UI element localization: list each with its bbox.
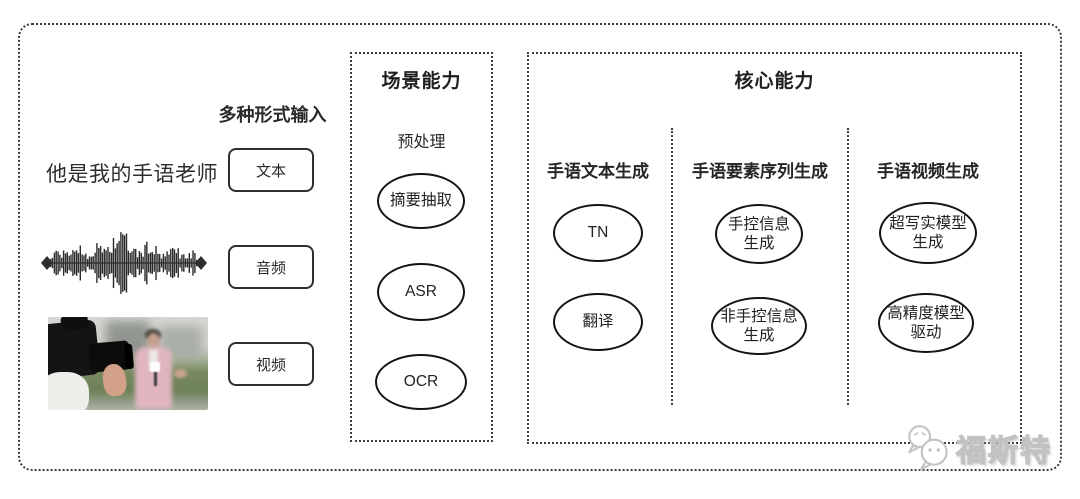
node-non-manual-feature-generation: 非手控信息 生成	[711, 297, 807, 355]
node-tn: TN	[553, 204, 643, 262]
node-summary-extraction: 摘要抽取	[377, 173, 465, 229]
sample-sentence: 他是我的手语老师	[46, 163, 218, 186]
outer-dotted-frame	[18, 23, 1062, 471]
node-high-precision-model-driving: 高精度模型 驱动	[878, 293, 974, 353]
input-node-video: 视频	[228, 342, 314, 386]
input-node-audio: 音频	[228, 245, 314, 289]
video-thumb-microphone	[150, 362, 160, 372]
scene-subtitle: 预处理	[397, 134, 446, 151]
core-column-label-element-sequence-generation: 手语要素序列生成	[692, 162, 828, 181]
scene-capability-panel: 场景能力	[350, 52, 493, 442]
scene-panel-title: 场景能力	[381, 71, 462, 92]
node-translation: 翻译	[553, 293, 643, 351]
core-column-label-video-generation: 手语视频生成	[877, 162, 979, 181]
core-panel-title: 核心能力	[734, 71, 815, 92]
watermark-text: 福斯特	[955, 434, 1052, 468]
node-asr: ASR	[377, 263, 465, 321]
video-thumb-microphone-stem	[154, 372, 157, 386]
input-node-text-label: 文本	[255, 162, 286, 180]
audio-waveform-icon	[41, 232, 207, 294]
node-manual-feature-generation: 手控信息 生成	[715, 204, 803, 264]
video-thumb-person-hand	[174, 369, 187, 378]
video-thumb-person-head	[147, 333, 160, 349]
chat-bubbles-mascot-icon	[908, 425, 948, 471]
video-thumb-cameraman-arm	[48, 372, 89, 410]
core-column-label-text-generation: 手语文本生成	[547, 162, 649, 181]
input-node-text: 文本	[228, 148, 314, 192]
input-node-video-label: 视频	[255, 356, 286, 374]
node-ocr: OCR	[375, 354, 467, 410]
video-thumbnail-image	[48, 317, 208, 410]
watermark: 福斯特	[902, 423, 1052, 473]
node-hyperrealistic-model-generation: 超写实模型 生成	[879, 202, 977, 264]
video-thumb-person-shirt	[149, 350, 158, 370]
inputs-heading: 多种形式输入	[218, 105, 327, 125]
core-column-divider-1	[671, 128, 673, 405]
core-column-divider-2	[847, 128, 849, 405]
input-node-audio-label: 音频	[255, 259, 286, 277]
